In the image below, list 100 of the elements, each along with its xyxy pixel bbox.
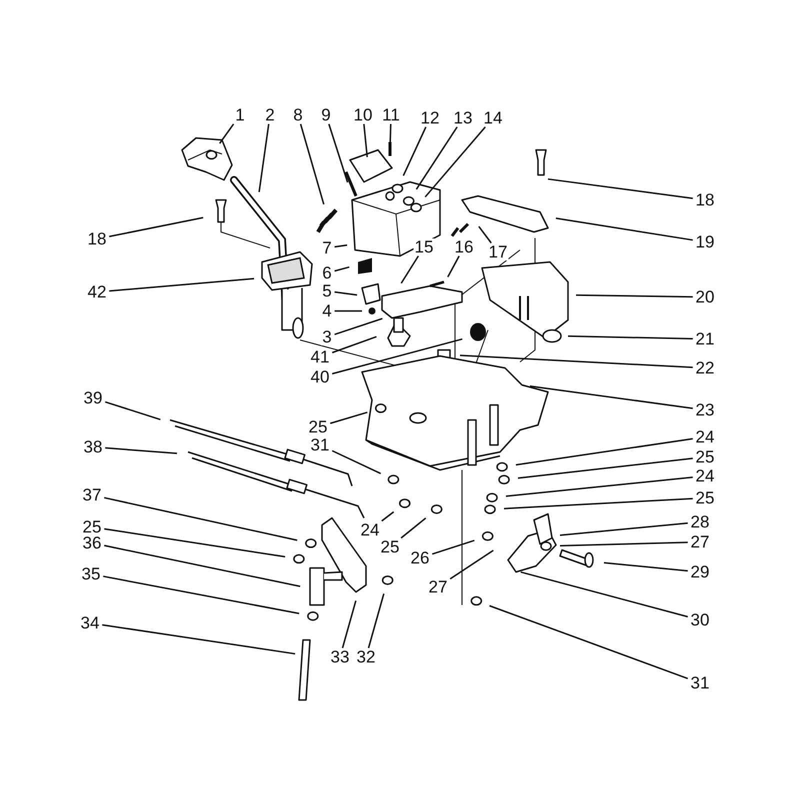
- leader-line: [400, 256, 419, 284]
- callout-number: 11: [381, 106, 401, 124]
- callout-number: 31: [310, 436, 330, 454]
- leader-line: [342, 600, 357, 648]
- callout-number: 39: [82, 390, 104, 406]
- callout-number: 12: [420, 110, 440, 126]
- leader-line: [489, 605, 688, 680]
- leader-line: [576, 294, 693, 298]
- callout-number: 21: [694, 330, 716, 348]
- leader-line: [518, 458, 693, 479]
- callout-number: 25: [308, 418, 328, 436]
- callout-number: 24: [694, 468, 716, 484]
- callout-number: 19: [694, 234, 716, 250]
- callout-number: 3: [321, 328, 333, 346]
- leader-line: [334, 244, 348, 248]
- callout-number: 16: [454, 238, 474, 256]
- leader-line: [520, 571, 688, 618]
- leader-line: [334, 266, 350, 272]
- callout-number: 25: [694, 448, 716, 466]
- leader-line: [332, 336, 377, 354]
- leader-line: [104, 544, 300, 588]
- callout-number: 34: [80, 614, 100, 632]
- callout-number: 18: [694, 192, 716, 208]
- leader-line: [334, 318, 383, 336]
- callout-number: 18: [86, 230, 108, 248]
- callout-number: 30: [690, 612, 710, 628]
- leader-line: [416, 126, 458, 190]
- callout-number: 42: [86, 284, 108, 300]
- leader-line: [530, 385, 693, 410]
- callout-number: 36: [82, 534, 102, 552]
- callout-number: 6: [321, 264, 333, 282]
- callout-number: 8: [292, 106, 304, 124]
- leader-line: [568, 335, 693, 340]
- leader-line: [478, 226, 492, 244]
- callout-number: 40: [310, 368, 330, 386]
- callout-number: 28: [690, 514, 710, 530]
- callout-number: 27: [428, 578, 448, 596]
- callout-number: 25: [694, 490, 716, 506]
- callout-number: 41: [310, 348, 330, 366]
- callout-number: 31: [690, 674, 710, 692]
- leader-line: [104, 401, 161, 420]
- callout-number: 10: [352, 106, 374, 124]
- leader-line: [504, 498, 693, 510]
- leader-line: [334, 291, 358, 296]
- leader-line: [109, 278, 254, 292]
- leader-line: [516, 438, 693, 466]
- leader-line: [105, 447, 178, 454]
- callout-number: 4: [321, 302, 333, 320]
- callout-number: 38: [82, 438, 104, 456]
- leader-line: [460, 354, 693, 368]
- callout-number: 23: [694, 402, 716, 418]
- callout-number: 17: [488, 244, 508, 260]
- callout-number: 14: [482, 110, 504, 126]
- leader-line: [258, 124, 270, 192]
- leader-line: [104, 528, 286, 558]
- leader-line: [506, 476, 693, 497]
- leader-line: [300, 124, 324, 205]
- callout-number: 37: [82, 486, 102, 504]
- callout-number: 2: [264, 106, 276, 124]
- leader-line: [556, 218, 693, 241]
- callout-number: 26: [410, 550, 430, 566]
- leader-line: [102, 624, 296, 655]
- leader-line: [432, 540, 475, 555]
- leader-line: [104, 496, 298, 541]
- leader-line: [103, 576, 300, 614]
- leader-line: [109, 216, 204, 238]
- leader-line: [560, 542, 688, 547]
- callout-number: 33: [330, 648, 350, 666]
- callout-number: 20: [694, 288, 716, 306]
- callout-number: 15: [414, 238, 434, 256]
- callout-number: 25: [82, 518, 102, 536]
- leader-line: [330, 412, 368, 424]
- callout-number: 1: [234, 106, 246, 124]
- leader-line: [328, 124, 348, 183]
- callout-number: 9: [320, 106, 332, 124]
- leader-line: [332, 450, 382, 474]
- callout-number: 5: [321, 282, 333, 300]
- callout-number: 29: [690, 564, 710, 580]
- leader-line: [363, 124, 368, 158]
- leader-line: [560, 522, 688, 536]
- callout-number: 27: [690, 534, 710, 550]
- callout-number: 7: [321, 240, 333, 256]
- callout-number: 13: [452, 110, 474, 126]
- leader-line: [368, 594, 385, 648]
- leader-line: [402, 126, 427, 176]
- callout-number: 24: [694, 428, 716, 446]
- leader-line: [450, 550, 494, 580]
- leader-line: [389, 124, 392, 142]
- leader-line: [548, 178, 693, 200]
- leader-line: [334, 310, 362, 312]
- leader-line: [332, 338, 462, 374]
- callout-number: 22: [694, 360, 716, 376]
- leader-line: [424, 126, 486, 198]
- callout-number: 32: [356, 648, 376, 666]
- callout-number: 25: [380, 538, 400, 556]
- leader-line: [447, 256, 460, 278]
- leader-line: [381, 511, 394, 522]
- leader-line: [604, 562, 688, 572]
- leader-line: [219, 124, 234, 144]
- callout-number: 24: [360, 522, 380, 538]
